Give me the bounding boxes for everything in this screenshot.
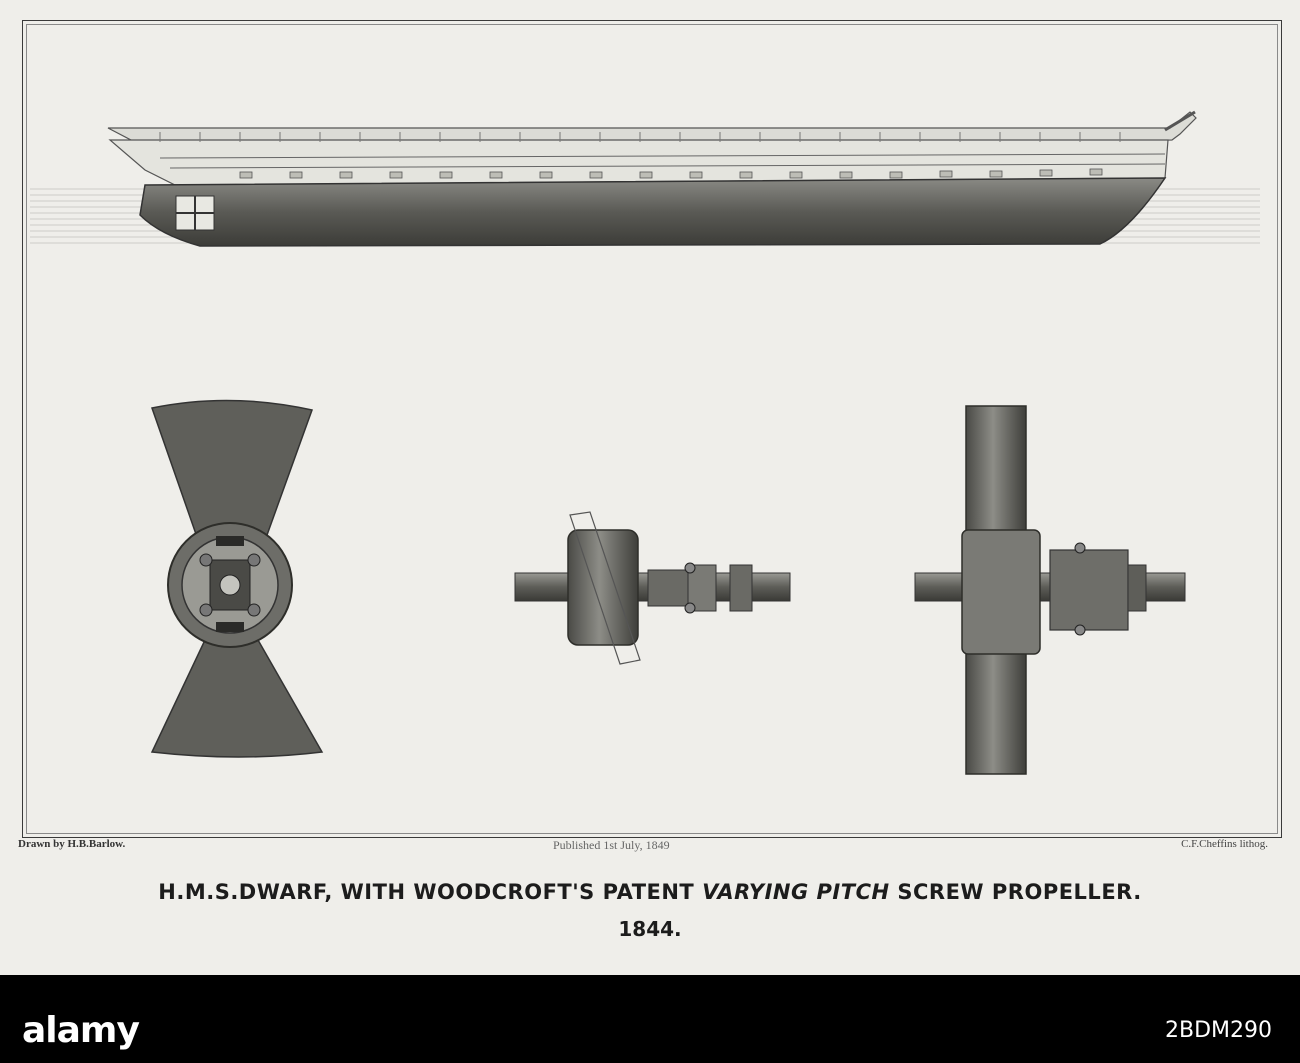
- propeller-side-view: [515, 512, 790, 664]
- title-part-1: H.M.S.DWARF, WITH WOODCROFT'S PATENT: [158, 880, 702, 904]
- plate-title: H.M.S.DWARF, WITH WOODCROFT'S PATENT VAR…: [0, 880, 1300, 904]
- lithographer-credit: C.F.Cheffins lithog.: [1181, 838, 1268, 850]
- watermark-image-id: 2BDM290: [1165, 1018, 1272, 1043]
- propeller-edge-view: [915, 406, 1185, 774]
- plate-year: 1844.: [0, 917, 1300, 941]
- ship-hull: [108, 112, 1196, 246]
- print-sheet: Drawn by H.B.Barlow. Published 1st July,…: [0, 0, 1300, 975]
- watermark-brand: alamy: [22, 1010, 139, 1051]
- published-credit: Published 1st July, 1849: [553, 838, 670, 853]
- title-part-2: SCREW PROPELLER.: [890, 880, 1142, 904]
- engraving-illustration: [0, 0, 1300, 840]
- title-italic-part: VARYING PITCH: [702, 880, 889, 904]
- drawn-by-credit: Drawn by H.B.Barlow.: [18, 838, 125, 850]
- watermark-footer: [0, 975, 1300, 1063]
- propeller-front-view: [152, 400, 322, 757]
